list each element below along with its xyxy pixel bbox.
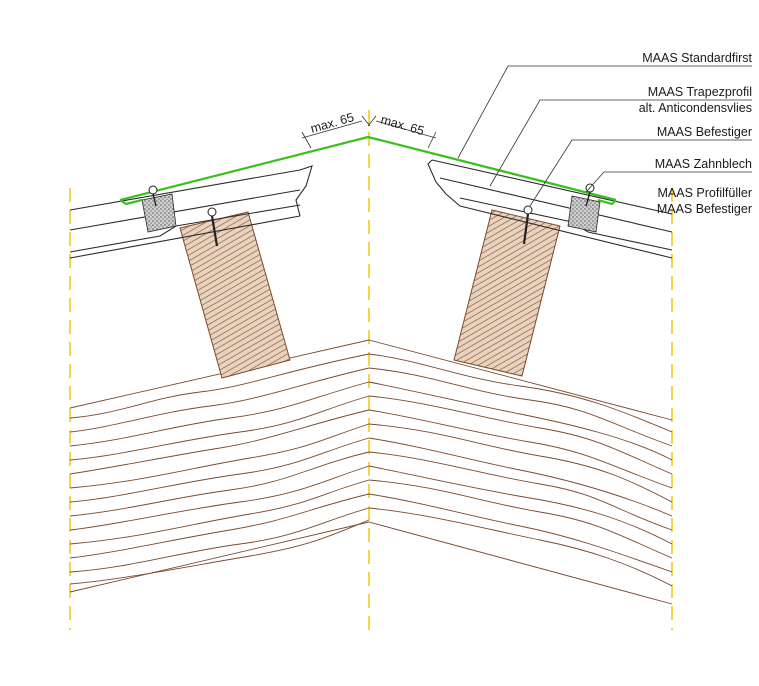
label-zahnblech: MAAS Zahnblech: [655, 157, 752, 171]
fastener-batten-right: [522, 205, 533, 245]
ridge-flashing-hem-left: [119, 198, 143, 206]
leader-trapezprofil: [489, 99, 752, 187]
dimension-left-text: max. 65: [309, 110, 356, 136]
dimension-right: max. 65: [367, 112, 437, 149]
label-profilfueller: MAAS Profilfüller: [658, 186, 752, 200]
label-standardfirst: MAAS Standardfirst: [642, 51, 752, 65]
dimension-left: max. 65: [301, 110, 371, 149]
profile-filler-right: [567, 195, 601, 233]
timber-batten-right: [453, 209, 561, 377]
roof-deck-left: [69, 339, 370, 593]
dimension-right-text: max. 65: [379, 112, 426, 138]
label-anticondensvlies: alt. Anticondensvlies: [639, 101, 752, 115]
roof-deck-right: [368, 339, 673, 605]
fastener-batten-left: [207, 207, 219, 247]
trapezoidal-sheet-left: [69, 165, 313, 259]
label-trapezprofil: MAAS Trapezprofil: [648, 85, 752, 99]
leader-befestiger: [529, 139, 752, 207]
label-befestiger-top: MAAS Befestiger: [657, 125, 752, 139]
profile-filler-left: [141, 193, 177, 233]
timber-batten-left: [179, 211, 291, 379]
fastener-ridge-left: [148, 185, 158, 207]
label-befestiger-bottom: MAAS Befestiger: [657, 202, 752, 216]
ridge-flashing-hem-right: [597, 198, 617, 206]
leader-standardfirst: [457, 65, 752, 159]
leader-zahnblech: [585, 171, 752, 193]
ridge-flashing: [119, 135, 617, 202]
